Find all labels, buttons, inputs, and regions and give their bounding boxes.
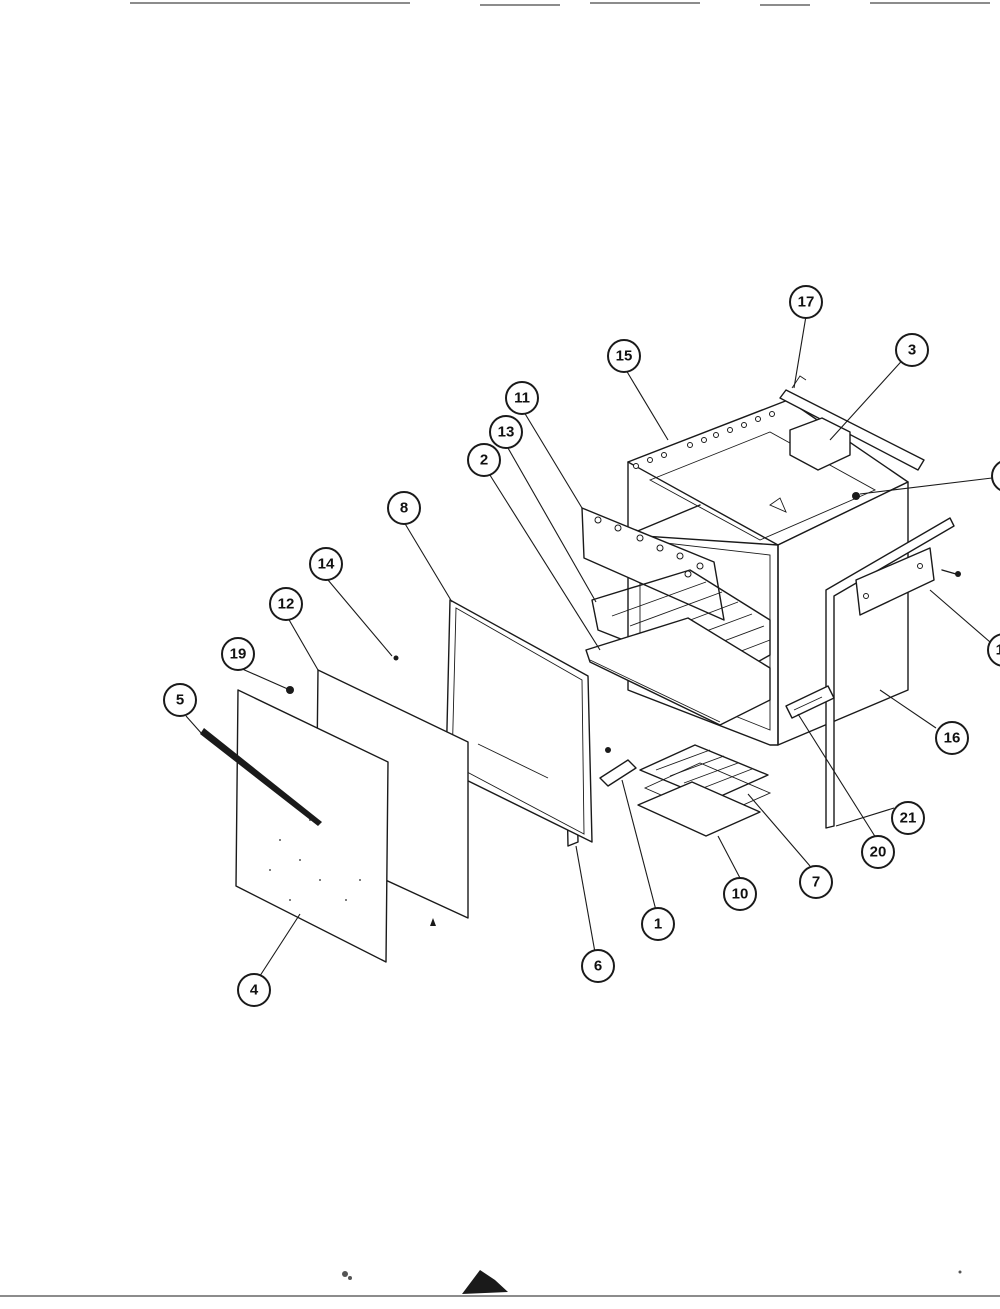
callout-13-label: 13 <box>498 424 515 441</box>
callout-17: 17 <box>789 285 823 319</box>
callout-6-label: 6 <box>594 958 602 975</box>
rack-support-rail <box>581 507 725 621</box>
callout-18: 18 <box>987 633 1000 667</box>
callout-18-label: 18 <box>996 642 1000 659</box>
callout-6: 6 <box>581 949 615 983</box>
callout-14: 14 <box>309 547 343 581</box>
callout-10-label: 10 <box>732 886 749 903</box>
callout-16-label: 16 <box>944 730 961 747</box>
callout-12: 12 <box>269 587 303 621</box>
callout-11: 11 <box>505 381 539 415</box>
callout-5-label: 5 <box>176 692 184 709</box>
side-trim-strip <box>825 517 955 829</box>
callout-3: 3 <box>895 333 929 367</box>
callout-2-label: 2 <box>480 452 488 469</box>
scan-edge-top <box>130 2 990 6</box>
callout-4-label: 4 <box>250 982 259 999</box>
callout-7: 7 <box>799 865 833 899</box>
side-bracket-plate <box>855 547 961 616</box>
callout-2: 2 <box>467 443 501 477</box>
callout-12-label: 12 <box>278 596 295 613</box>
callout-11-label: 11 <box>514 390 530 407</box>
callout-14-label: 14 <box>318 556 335 573</box>
callout-1-label: 1 <box>654 916 662 933</box>
callout-15-label: 15 <box>616 348 633 365</box>
door-inner-liner <box>445 599 611 843</box>
callout-15: 15 <box>607 339 641 373</box>
callout-4: 4 <box>237 973 271 1007</box>
callout-1: 1 <box>641 907 675 941</box>
callout-21: 21 <box>891 801 925 835</box>
callout-3-label: 3 <box>908 342 916 359</box>
cavity-vent-holes <box>633 411 775 469</box>
leader-lines <box>185 315 993 983</box>
callout-5: 5 <box>163 683 197 717</box>
callout-19: 19 <box>221 637 255 671</box>
callout-17-label: 17 <box>798 294 815 311</box>
scan-edge-bottom <box>0 1270 1000 1297</box>
callout-13: 13 <box>489 415 523 449</box>
callout-8: 8 <box>387 491 421 525</box>
callout-19-label: 19 <box>230 646 247 663</box>
callout-16: 16 <box>935 721 969 755</box>
callout-8-label: 8 <box>400 500 408 517</box>
broiler-pan <box>637 781 761 837</box>
oven-bottom-panel <box>585 617 771 726</box>
door-hinge <box>599 759 637 787</box>
door-handle <box>200 728 322 826</box>
callout-20-label: 20 <box>870 844 887 861</box>
callout-partial-edge <box>991 461 1000 491</box>
vent-latch-plate <box>785 685 835 719</box>
callout-7-label: 7 <box>812 874 820 891</box>
top-bracket <box>789 417 851 471</box>
callout-21-label: 21 <box>900 810 917 827</box>
callout-20: 20 <box>861 835 895 869</box>
callout-10: 10 <box>723 877 757 911</box>
